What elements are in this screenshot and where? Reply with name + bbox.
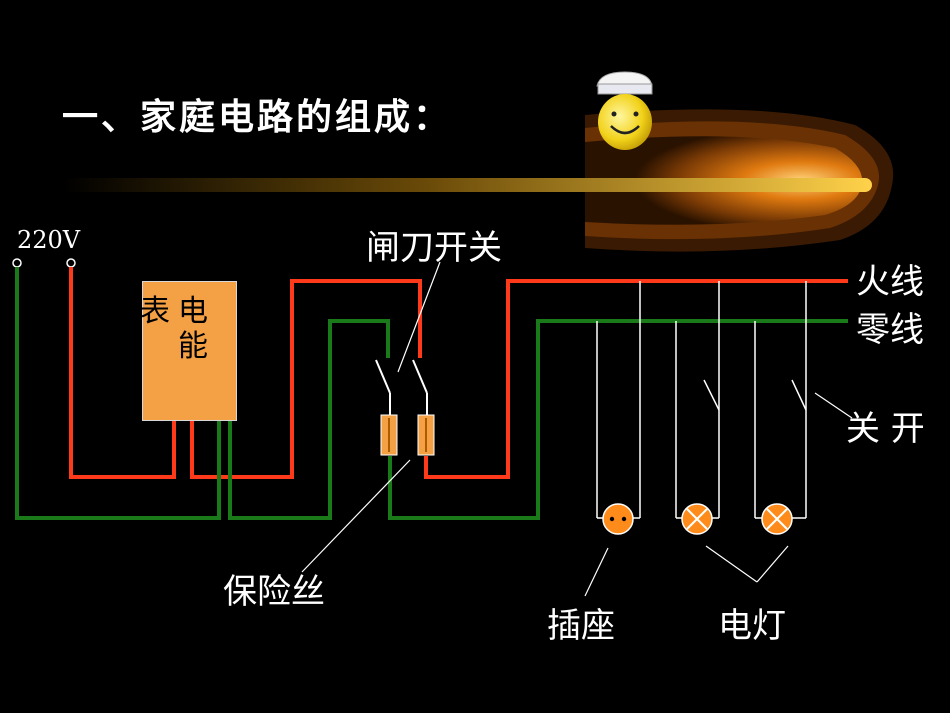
energy-meter [142, 281, 237, 421]
socket-icon [602, 503, 634, 535]
fuse-label: 保险丝 [223, 572, 325, 612]
meter-label-char: 表 [140, 294, 170, 329]
neutral-wire-label: 零线 [856, 310, 924, 350]
meter-label-char: 能 [178, 329, 208, 364]
page-title: 一、家庭电路的组成： [62, 97, 453, 138]
lamp-icon [761, 503, 793, 535]
switch-label: 关 开 [846, 409, 925, 449]
fuses [380, 414, 435, 456]
knife-switch [375, 359, 428, 415]
meter-label-char: 电 [178, 294, 208, 329]
lamp-icon [681, 503, 713, 535]
decorative-glow [62, 109, 894, 252]
voltage-label: 220V [17, 226, 81, 254]
smiley-chef-icon [596, 71, 653, 150]
socket-label: 插座 [547, 606, 615, 646]
lamp-label: 电灯 [718, 606, 786, 646]
branch-wiring [596, 281, 807, 519]
leader-lines [301, 261, 853, 597]
neutral-wire [15, 267, 848, 520]
live-wire-label: 火线 [856, 262, 924, 302]
live-wire [69, 267, 848, 479]
knife-switch-label: 闸刀开关 [366, 228, 502, 268]
input-terminals [12, 258, 76, 268]
